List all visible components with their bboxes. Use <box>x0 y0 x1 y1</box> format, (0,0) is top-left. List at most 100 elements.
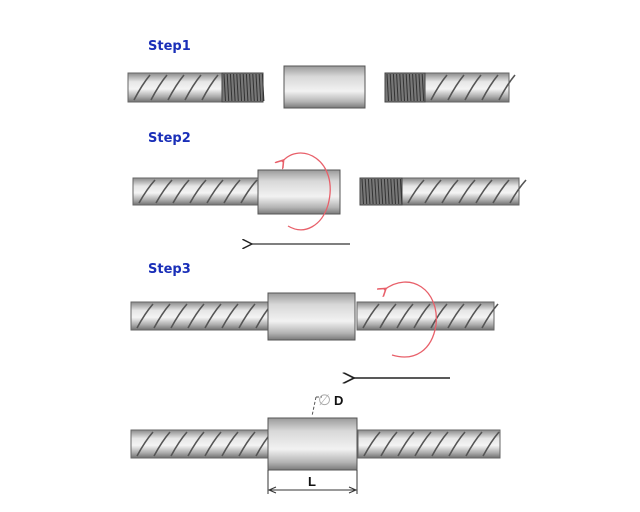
rebar-rib <box>133 74 151 101</box>
rebar-rib <box>498 74 516 101</box>
rebar-rib <box>424 179 442 204</box>
thread-line <box>396 73 399 102</box>
thread-line <box>364 178 368 205</box>
rebar-rib <box>458 179 476 204</box>
rebar-rib <box>204 303 222 329</box>
rebar-rib <box>475 179 493 204</box>
thread-line <box>390 178 393 205</box>
step3-coupler <box>267 292 356 341</box>
rebar-rib <box>380 431 398 457</box>
rebar-rib <box>238 303 256 329</box>
final-right-rebar <box>357 429 501 459</box>
rebar-rib <box>136 431 154 457</box>
thread-line <box>374 178 377 205</box>
diameter-symbol: ∅ <box>318 392 331 409</box>
thread-line <box>229 73 233 102</box>
rebar-rib <box>464 303 482 329</box>
rebar-rib <box>206 179 224 204</box>
thread-line <box>226 73 230 102</box>
rebar-rib <box>431 431 449 457</box>
rebar-rib <box>379 303 397 329</box>
thread-line <box>393 178 396 205</box>
rebar-rib <box>407 179 425 204</box>
thread-line <box>377 178 380 205</box>
rotation-arrow-icon <box>282 152 331 231</box>
rebar-rib <box>430 74 448 101</box>
thread-line <box>412 73 415 102</box>
rebar-rib <box>189 179 207 204</box>
thread-line <box>258 73 262 102</box>
rebar-rib <box>397 431 415 457</box>
thread-line <box>249 73 252 102</box>
rebar-rib <box>414 431 432 457</box>
step3-left-rebar <box>130 301 273 331</box>
thread-line <box>386 73 389 102</box>
thread-line <box>399 73 402 102</box>
rebar-rib <box>155 179 173 204</box>
thread-line <box>389 73 393 102</box>
rebar-rib <box>441 179 459 204</box>
rebar-rib <box>448 431 466 457</box>
thread-line <box>236 73 239 102</box>
rebar-rib <box>138 179 156 204</box>
final-left-rebar <box>130 429 273 459</box>
thread-line <box>252 73 255 102</box>
thread-line <box>371 178 374 205</box>
step2-right-rebar <box>359 177 527 206</box>
rebar-rib <box>238 431 256 457</box>
dimension-arrowheads <box>267 486 358 494</box>
thread-line <box>415 73 418 102</box>
rotation-arrow-icon <box>384 281 437 358</box>
step3-right-rebar <box>356 301 499 331</box>
rebar-rib <box>509 179 527 204</box>
rebar-rib <box>492 179 510 204</box>
rebar-rib <box>170 431 188 457</box>
step2-coupler <box>257 169 341 215</box>
step2-label: Step2 <box>148 131 191 146</box>
rebar-rib <box>167 74 185 101</box>
thread-line <box>255 73 258 102</box>
diameter-leader-line <box>311 396 322 417</box>
rebar-rib <box>447 303 465 329</box>
thread-line <box>408 73 412 102</box>
thread-line <box>361 178 364 205</box>
thread-line <box>402 73 405 102</box>
diameter-label: D <box>334 393 343 408</box>
step1-label: Step1 <box>148 39 191 54</box>
rebar-rib <box>482 431 500 457</box>
rebar-rib <box>187 303 205 329</box>
thread-line <box>421 73 425 102</box>
step1-right-rebar <box>384 72 516 103</box>
rebar-rib <box>396 303 414 329</box>
rebar-rib <box>464 74 482 101</box>
thread-line <box>405 73 409 102</box>
rebar-rib <box>184 74 202 101</box>
thread-line <box>380 178 384 205</box>
thread-line <box>223 73 226 102</box>
rebar-rib <box>223 179 241 204</box>
rebar-rib <box>201 74 219 101</box>
thread-line <box>242 73 246 102</box>
rebar-rib <box>481 303 499 329</box>
thread-line <box>233 73 236 102</box>
thread-line <box>392 73 396 102</box>
thread-line <box>387 178 390 205</box>
rebar-rib <box>150 74 168 101</box>
thread-line <box>261 73 265 102</box>
step1-left-rebar <box>127 72 265 103</box>
step2-left-rebar <box>132 177 259 206</box>
rebar-rib <box>170 303 188 329</box>
thread-line <box>239 73 242 102</box>
rebar-rib <box>430 303 448 329</box>
rebar-rib <box>362 303 380 329</box>
rebar-rib <box>221 431 239 457</box>
thread-line <box>418 73 421 102</box>
step1-coupler <box>283 65 366 109</box>
rebar-rib <box>221 303 239 329</box>
thread-line <box>245 73 249 102</box>
thread-line <box>383 178 387 205</box>
rebar-rib <box>187 431 205 457</box>
rebar-rib <box>153 303 171 329</box>
rebar-rib <box>447 74 465 101</box>
